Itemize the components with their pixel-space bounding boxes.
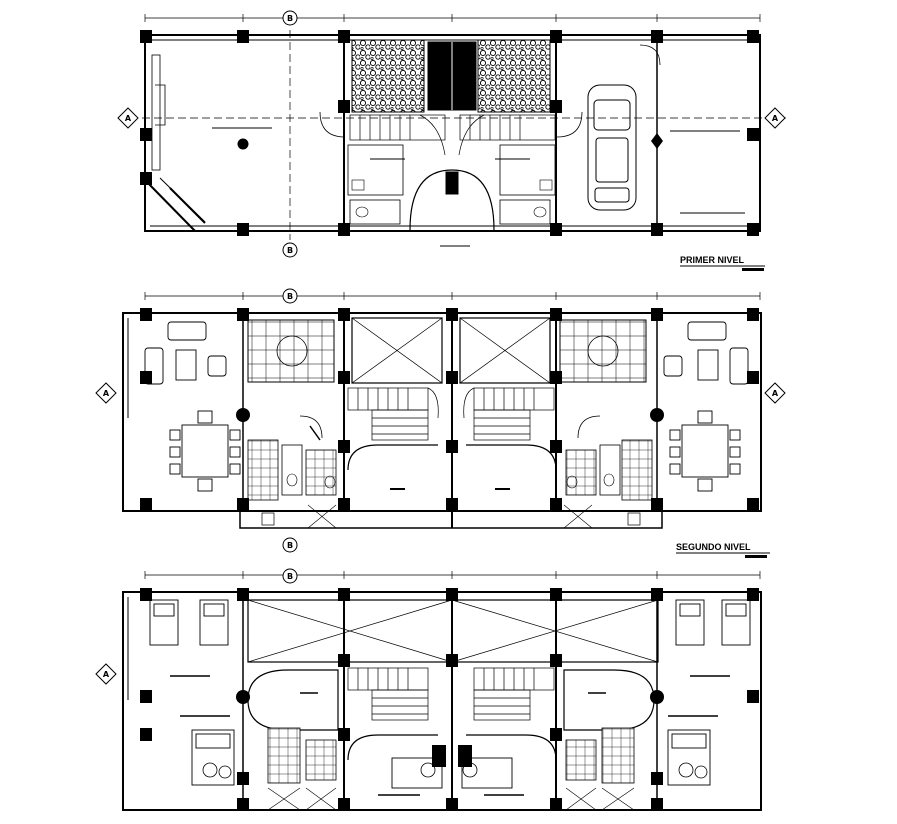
axis-b-label: B <box>287 246 293 255</box>
bed-icon <box>149 599 751 789</box>
level-3-plan <box>122 571 762 811</box>
level-title-segundo: SEGUNDO NIVEL <box>676 542 770 558</box>
car-icon <box>587 84 637 211</box>
axis-b-label: B <box>287 292 293 301</box>
axis-b-label: B <box>287 541 293 550</box>
axis-a-label: A <box>103 670 110 679</box>
axis-a-label: A <box>103 389 110 398</box>
axis-a-label: A <box>125 114 132 123</box>
axis-a-label: A <box>772 114 779 123</box>
level-3-columns <box>140 588 759 810</box>
axis-b-label: B <box>287 14 293 23</box>
axis-b-label: B <box>287 572 293 581</box>
level-1-plan <box>130 14 790 247</box>
level-title-primer: PRIMER NIVEL <box>680 255 765 271</box>
sofa-icon <box>144 321 227 385</box>
axis-bubble-icon <box>95 10 786 685</box>
level-title-text: PRIMER NIVEL <box>680 255 745 265</box>
level-2-columns <box>140 308 759 511</box>
axis-a-label: A <box>772 389 779 398</box>
dining-table-icon <box>169 410 241 492</box>
level-title-text: SEGUNDO NIVEL <box>676 542 751 552</box>
level-2-plan <box>122 292 762 529</box>
level-1-columns <box>140 30 759 236</box>
